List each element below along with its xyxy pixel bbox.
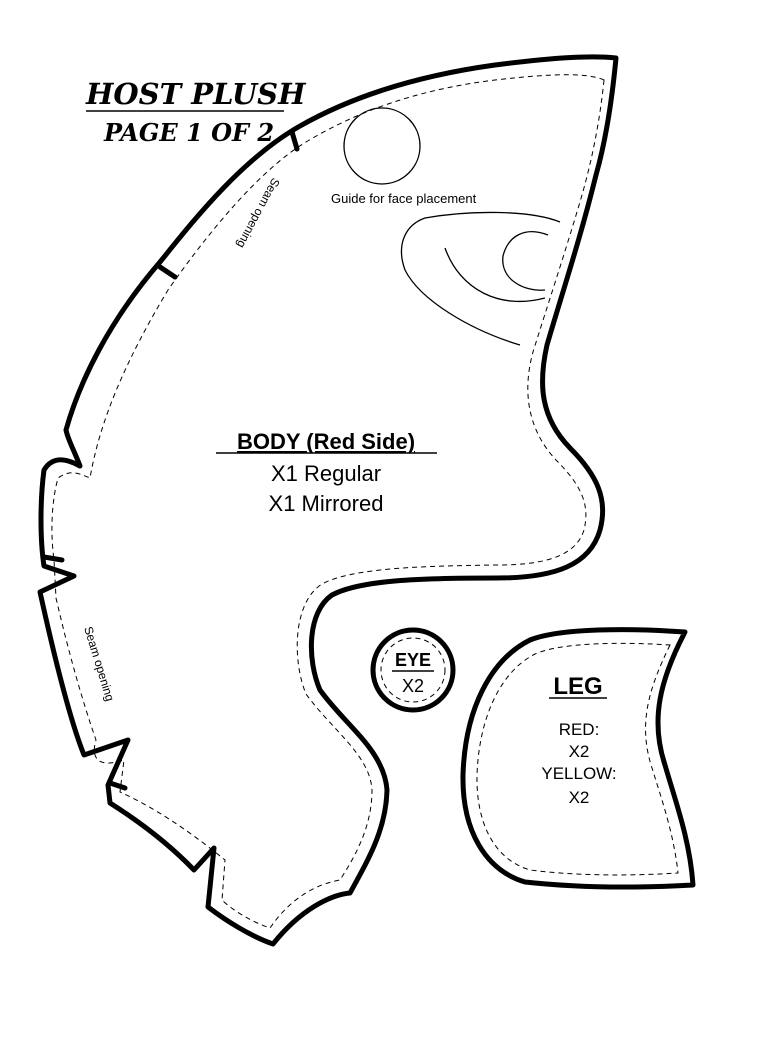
page-title: HOST PLUSH [85, 77, 307, 111]
eye-seam-line [380, 637, 446, 703]
face-guide-swoop [444, 247, 546, 303]
leg-seam-line [476, 642, 679, 876]
seam-notch-top-2 [157, 264, 178, 280]
face-guide-circle [343, 107, 421, 185]
leg-red-count: X2 [569, 742, 590, 761]
eye-outline [370, 627, 456, 713]
eye-count: X2 [402, 676, 424, 696]
leg-red-label: RED: [559, 720, 600, 739]
seam-notch-top-1 [289, 129, 300, 152]
leg-outline [460, 627, 696, 890]
body-piece-name: BODY (Red Side) [237, 429, 415, 454]
seam-notch-left [41, 554, 65, 563]
eye-piece-name: EYE [395, 650, 431, 670]
face-guide-outline [400, 211, 561, 346]
face-guide-label: Guide for face placement [331, 191, 477, 206]
body-pattern-piece: Guide for face placement Seam opening Se… [37, 54, 619, 947]
header: HOST PLUSH PAGE 1 OF 2 [85, 77, 307, 147]
body-outline [37, 54, 619, 947]
leg-yellow-label: YELLOW: [541, 764, 616, 783]
page-subtitle: PAGE 1 OF 2 [103, 118, 274, 147]
body-seam-line [51, 74, 605, 929]
eye-pattern-piece: EYE X2 [370, 627, 456, 713]
body-count-mirrored: X1 Mirrored [269, 491, 384, 516]
seam-notch-bottom [107, 780, 128, 791]
leg-piece-name: LEG [553, 673, 602, 700]
leg-yellow-count: X2 [569, 788, 590, 807]
leg-pattern-piece: LEG RED: X2 YELLOW: X2 [460, 627, 696, 890]
body-count-regular: X1 Regular [271, 461, 381, 486]
face-guide-inner [502, 231, 549, 291]
